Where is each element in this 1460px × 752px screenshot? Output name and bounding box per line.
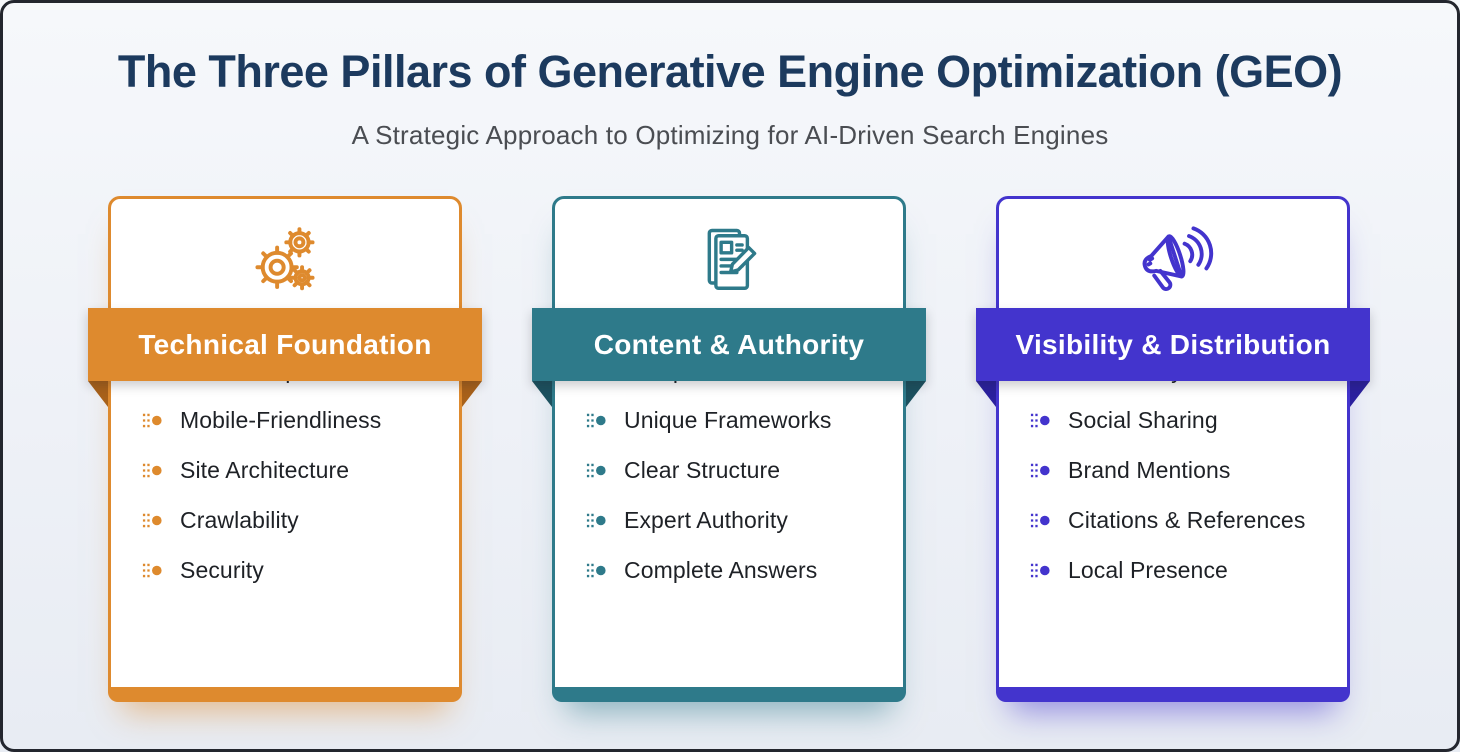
list-item-label: Local Presence [1068,556,1228,583]
pillar-title: Content & Authority [593,328,865,360]
pillar-card-content-authority: Content & Authority Comprehensive Conten… [532,196,926,702]
pillar-icon-zone [111,199,459,311]
pillar-title: Visibility & Distribution [1015,328,1331,360]
list-item-label: Crawlability [180,506,299,533]
dashed-dot-bullet-icon [1030,413,1050,427]
page-title: The Three Pillars of Generative Engine O… [117,46,1343,97]
dashed-dot-bullet-icon [1030,463,1050,477]
megaphone-icon [1142,226,1214,291]
list-item: Mobile-Friendliness [141,406,441,434]
dashed-dot-bullet-icon [142,513,162,527]
ribbon-fold-left [976,381,996,407]
ribbon-fold-right [462,381,482,407]
list-item-label: Expert Authority [624,506,788,533]
gears-icon [255,227,315,291]
dashed-dot-bullet-icon [1030,513,1050,527]
list-item: Site Architecture [141,456,441,484]
card-bottom-bar [996,687,1350,702]
list-item-label: Citations & References [1068,506,1306,533]
dashed-dot-bullet-icon [586,563,606,577]
ribbon-fold-left [532,381,552,407]
dashed-dot-bullet-icon [586,513,606,527]
list-item-label: Unique Frameworks [624,406,832,433]
list-item: Brand Mentions [1029,456,1329,484]
list-item: Unique Frameworks [585,406,885,434]
list-item: Crawlability [141,506,441,534]
pillar-cards-row: Technical Foundation Website Speed Mobil… [88,196,1370,702]
dashed-dot-bullet-icon [142,463,162,477]
list-item: Social Sharing [1029,406,1329,434]
page-subtitle: A Strategic Approach to Optimizing for A… [351,120,1109,150]
pillar-title: Technical Foundation [138,328,432,360]
card-bottom-bar [552,687,906,702]
card-bottom-bar [108,687,462,702]
ribbon-fold-right [1350,381,1370,407]
list-item: Local Presence [1029,556,1329,584]
document-pencil-icon [707,228,757,290]
list-item-label: Social Sharing [1068,406,1218,433]
dashed-dot-bullet-icon [142,563,162,577]
ribbon-fold-right [906,381,926,407]
list-item: Security [141,556,441,584]
pillar-icon-zone [999,199,1347,311]
pillar-card-technical-foundation: Technical Foundation Website Speed Mobil… [88,196,482,702]
list-item: Clear Structure [585,456,885,484]
list-item-label: Mobile-Friendliness [180,406,382,433]
dashed-dot-bullet-icon [1030,563,1050,577]
list-item-label: Security [180,556,264,583]
pillar-card-visibility-distribution: Visibility & Distribution Content Syndic… [976,196,1370,702]
ribbon-fold-left [88,381,108,407]
dashed-dot-bullet-icon [586,463,606,477]
dashed-dot-bullet-icon [142,413,162,427]
page-header: The Three Pillars of Generative Engine O… [0,0,1460,151]
pillar-header-ribbon: Technical Foundation [88,308,482,381]
list-item-label: Clear Structure [624,456,781,483]
list-item: Expert Authority [585,506,885,534]
pillar-header-ribbon: Visibility & Distribution [976,308,1370,381]
dashed-dot-bullet-icon [586,413,606,427]
list-item-label: Brand Mentions [1068,456,1231,483]
list-item-label: Complete Answers [624,556,818,583]
list-item-label: Site Architecture [180,456,350,483]
pillar-icon-zone [555,199,903,311]
list-item: Citations & References [1029,506,1329,534]
pillar-header-ribbon: Content & Authority [532,308,926,381]
list-item: Complete Answers [585,556,885,584]
